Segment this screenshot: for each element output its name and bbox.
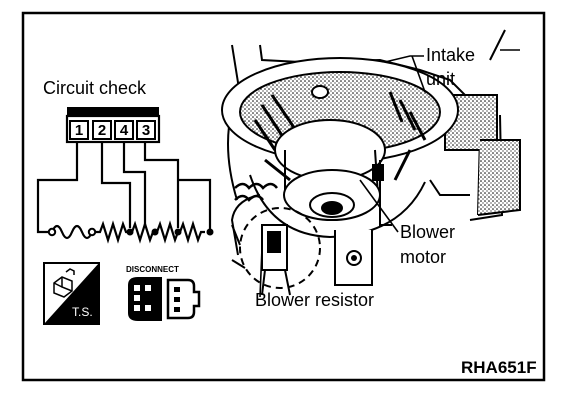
blower-assembly	[221, 29, 521, 296]
resistor-callout-circle	[239, 207, 321, 289]
resistor-2	[130, 220, 155, 244]
ts-icon	[43, 262, 100, 325]
pin-label-1: 1	[69, 120, 89, 140]
disconnect-label: DISCONNECT	[126, 265, 179, 274]
fan-blades	[253, 91, 427, 182]
blower-motor-label-line1: Blower	[400, 222, 456, 242]
wire-pin-3	[143, 142, 180, 228]
thermal-fuse	[50, 224, 94, 240]
intake-label-line2: unit	[426, 69, 456, 89]
pin-label-2: 2	[92, 120, 112, 140]
pin-label-4: 4	[114, 120, 134, 140]
blower-motor-label-line2: motor	[400, 247, 447, 267]
wire-pin-2	[100, 142, 132, 228]
wire-return	[178, 178, 212, 230]
leader-intake-unit	[384, 55, 426, 93]
circuit-check-title: Circuit check	[43, 78, 147, 98]
wire-pin-1	[36, 142, 79, 234]
wire-pin-4	[122, 142, 147, 228]
connector-body	[65, 114, 161, 144]
connector-header	[67, 107, 159, 116]
ts-label: T.S.	[72, 305, 93, 319]
harness-coil	[234, 182, 278, 190]
resistor-1	[92, 220, 130, 244]
resistor-4	[178, 220, 205, 244]
pin-label-3: 3	[136, 120, 156, 140]
figure-frame	[21, 11, 546, 382]
circuit-nodes	[47, 227, 214, 237]
intake-label-line1: Intake	[426, 45, 476, 65]
disconnect-connector-icon	[128, 277, 201, 321]
figure-code: RHA651F	[461, 358, 537, 377]
blower-resistor-label: Blower resistor	[255, 290, 375, 310]
leader-lines	[259, 55, 426, 298]
leader-blower-resistor	[259, 247, 263, 298]
leader-blower-motor	[359, 179, 399, 233]
